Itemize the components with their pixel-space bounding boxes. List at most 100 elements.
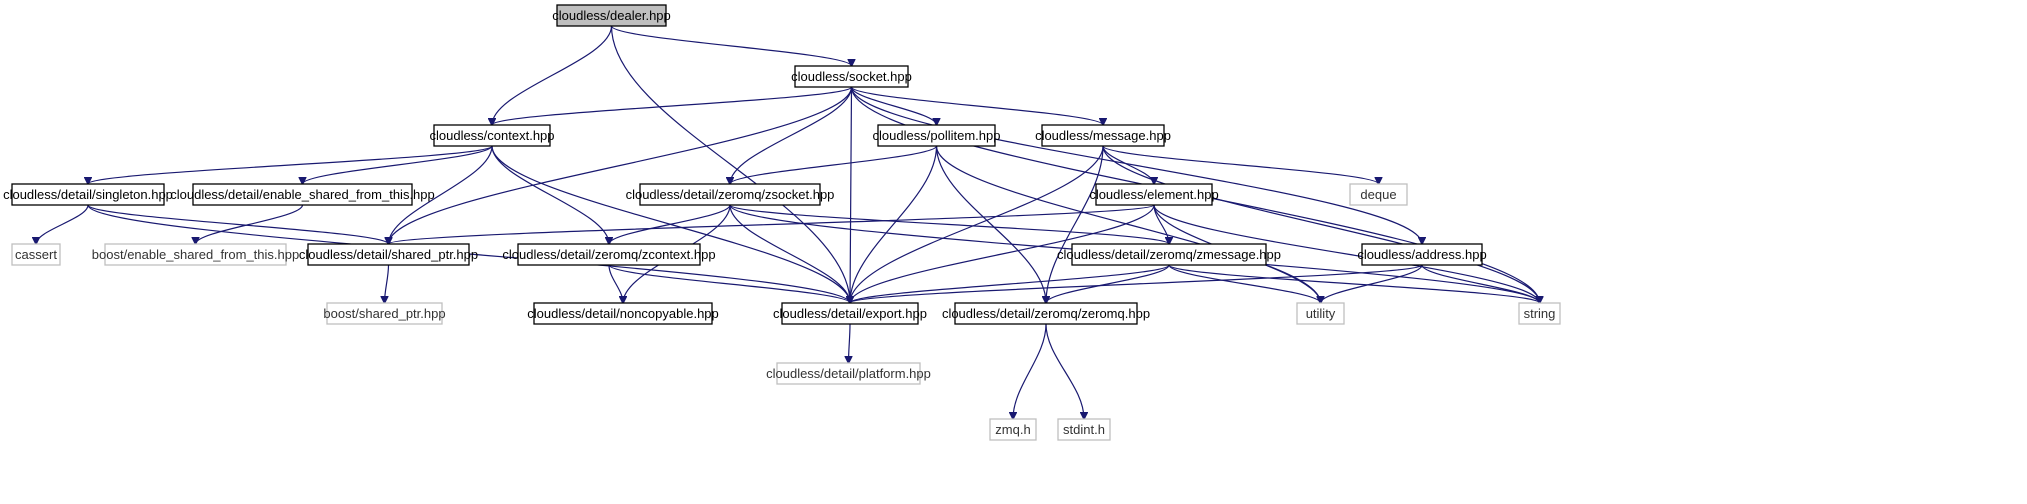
node-label: cloudless/detail/enable_shared_from_this…: [170, 187, 435, 202]
node-label: string: [1524, 306, 1556, 321]
node-stdint: stdint.h: [1057, 418, 1111, 441]
node-box: [192, 183, 413, 206]
edge-line: [389, 86, 853, 244]
node-element[interactable]: cloudless/element.hpp: [1089, 183, 1219, 206]
edge-line: [850, 86, 1423, 244]
edge-message-to-element: [1102, 145, 1154, 184]
node-box: [1057, 418, 1111, 441]
edge-line: [850, 204, 1155, 303]
node-boost_shared: boost/shared_ptr.hpp: [323, 302, 446, 325]
node-label: cloudless/detail/export.hpp: [773, 306, 927, 321]
edge-shared_ptr-to-boost_shared: [385, 264, 390, 303]
edge-line: [389, 145, 493, 244]
node-zmq: zmq.h: [989, 418, 1037, 441]
dependency-edges: [36, 25, 1540, 419]
edge-line: [609, 204, 731, 244]
edge-line: [389, 204, 1155, 244]
node-box: [1071, 243, 1267, 266]
edge-line: [1421, 264, 1540, 303]
node-singleton[interactable]: cloudless/detail/singleton.hpp: [3, 183, 173, 206]
node-label: boost/shared_ptr.hpp: [323, 306, 445, 321]
edge-socket-to-context: [492, 86, 853, 125]
node-label: cloudless/detail/zeromq/zcontext.hpp: [502, 247, 715, 262]
node-noncopyable[interactable]: cloudless/detail/noncopyable.hpp: [527, 302, 719, 325]
edge-line: [850, 264, 1170, 303]
edge-line: [850, 264, 1423, 303]
edge-line: [492, 25, 613, 125]
node-box: [533, 302, 713, 325]
edge-singleton-to-cassert: [36, 204, 89, 244]
node-socket[interactable]: cloudless/socket.hpp: [791, 65, 912, 88]
edge-line: [1153, 204, 1540, 303]
edge-address-to-string: [1421, 264, 1540, 303]
edge-pollitem-to-zeromq: [935, 145, 1047, 303]
edge-line: [730, 145, 938, 184]
edge-element-to-string: [1153, 204, 1540, 303]
edge-dealer-to-socket: [610, 25, 852, 66]
edge-line: [1046, 264, 1170, 303]
edge-line: [608, 264, 850, 303]
node-context[interactable]: cloudless/context.hpp: [429, 124, 555, 147]
node-box: [104, 243, 287, 266]
edge-line: [1168, 264, 1321, 303]
edge-socket-to-address: [850, 86, 1423, 244]
edge-zsocket-to-zcontext: [609, 204, 731, 244]
edge-line: [729, 204, 1169, 244]
node-box: [639, 183, 821, 206]
edge-line: [1321, 264, 1423, 303]
node-pollitem[interactable]: cloudless/pollitem.hpp: [873, 124, 1001, 147]
node-message[interactable]: cloudless/message.hpp: [1035, 124, 1171, 147]
node-box: [1041, 124, 1165, 147]
node-boost_enable: boost/enable_shared_from_this.hpp: [92, 243, 299, 266]
node-box: [776, 362, 921, 385]
node-box: [556, 4, 667, 27]
edge-line: [1013, 323, 1047, 419]
node-zmessage[interactable]: cloudless/detail/zeromq/zmessage.hpp: [1057, 243, 1281, 266]
node-label: cloudless/detail/platform.hpp: [766, 366, 931, 381]
node-string: string: [1518, 302, 1561, 325]
node-box: [307, 243, 470, 266]
edge-line: [385, 264, 390, 303]
node-enable_shared[interactable]: cloudless/detail/enable_shared_from_this…: [170, 183, 435, 206]
node-box: [989, 418, 1037, 441]
edge-dealer-to-context: [492, 25, 613, 125]
edge-line: [850, 86, 852, 303]
edge-line: [36, 204, 89, 244]
edge-zsocket-to-zmessage: [729, 204, 1169, 244]
node-label: cloudless/detail/singleton.hpp: [3, 187, 173, 202]
edge-line: [850, 145, 1104, 303]
edge-line: [196, 204, 304, 244]
edge-line: [1168, 264, 1540, 303]
edge-pollitem-to-export: [850, 145, 938, 303]
node-deque: deque: [1349, 183, 1408, 206]
node-address[interactable]: cloudless/address.hpp: [1357, 243, 1487, 266]
node-export[interactable]: cloudless/detail/export.hpp: [773, 302, 927, 325]
edge-line: [935, 145, 1047, 303]
node-zcontext[interactable]: cloudless/detail/zeromq/zcontext.hpp: [502, 243, 716, 266]
edge-line: [491, 145, 609, 244]
edge-line: [1102, 145, 1379, 184]
node-zeromq[interactable]: cloudless/detail/zeromq/zeromq.hpp: [942, 302, 1150, 325]
node-dealer[interactable]: cloudless/dealer.hpp: [552, 4, 671, 27]
edge-context-to-shared_ptr: [389, 145, 493, 244]
edge-enable_shared-to-boost_enable: [196, 204, 304, 244]
file-nodes: cloudless/dealer.hpp cloudless/socket.hpp…: [3, 4, 1561, 441]
node-zsocket[interactable]: cloudless/detail/zeromq/zsocket.hpp: [626, 183, 835, 206]
edge-line: [492, 86, 853, 125]
edge-context-to-zcontext: [491, 145, 609, 244]
edge-dealer-to-export: [610, 25, 851, 303]
node-box: [954, 302, 1138, 325]
node-shared_ptr[interactable]: cloudless/detail/shared_ptr.hpp: [299, 243, 478, 266]
node-label: cloudless/message.hpp: [1035, 128, 1171, 143]
edge-line: [730, 86, 853, 184]
node-box: [326, 302, 443, 325]
node-label: cloudless/element.hpp: [1089, 187, 1218, 202]
node-label: cloudless/context.hpp: [429, 128, 554, 143]
edge-zmessage-to-export: [850, 264, 1170, 303]
node-label: cloudless/detail/zeromq/zeromq.hpp: [942, 306, 1150, 321]
edge-zcontext-to-noncopyable: [608, 264, 623, 303]
node-box: [877, 124, 996, 147]
node-box: [794, 65, 909, 88]
node-label: cassert: [15, 247, 57, 262]
edge-line: [849, 323, 851, 363]
